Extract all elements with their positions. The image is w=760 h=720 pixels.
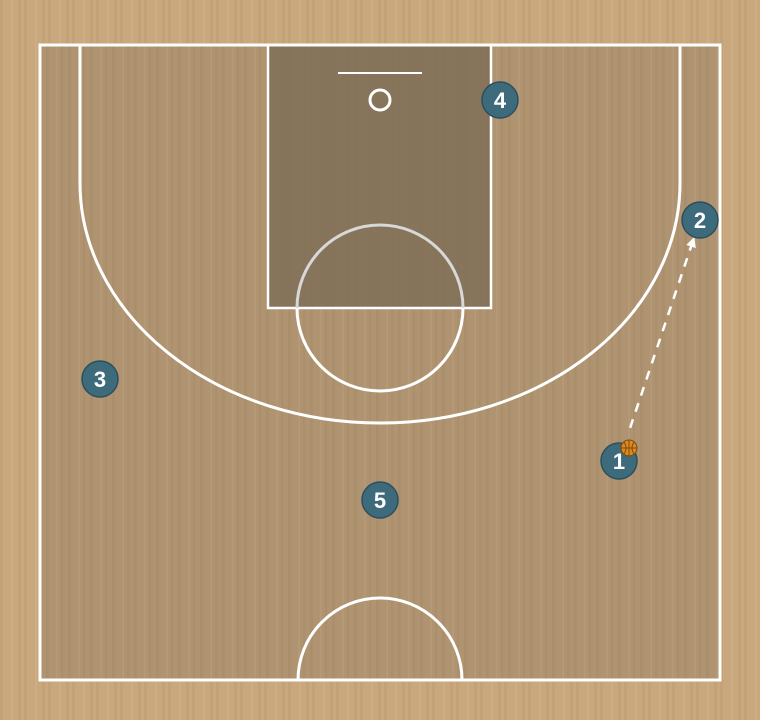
player-number: 1 xyxy=(613,449,625,474)
center-circle xyxy=(296,596,464,681)
player-marker xyxy=(361,481,399,519)
player-marker xyxy=(481,81,519,119)
player-number: 5 xyxy=(374,488,386,513)
three-point-line xyxy=(78,45,682,425)
player-marker xyxy=(681,201,719,239)
lane-lines xyxy=(266,43,493,310)
free-throw-circle-bottom xyxy=(295,307,465,393)
basketball-icon xyxy=(620,439,638,457)
player-5[interactable]: 5 xyxy=(361,481,399,519)
court-lines xyxy=(38,43,722,682)
player-number: 4 xyxy=(494,88,507,113)
player-2[interactable]: 2 xyxy=(681,201,719,239)
players-layer: 1 2 3 4 5 xyxy=(81,81,719,519)
player-1[interactable]: 1 xyxy=(600,439,638,480)
player-4[interactable]: 4 xyxy=(481,81,519,119)
free-throw-circle-top xyxy=(295,223,465,309)
paint-area xyxy=(268,45,491,308)
player-3[interactable]: 3 xyxy=(81,360,119,398)
player-marker xyxy=(81,360,119,398)
player-number: 2 xyxy=(694,208,706,233)
hoop xyxy=(368,88,392,112)
player-number: 3 xyxy=(94,367,106,392)
